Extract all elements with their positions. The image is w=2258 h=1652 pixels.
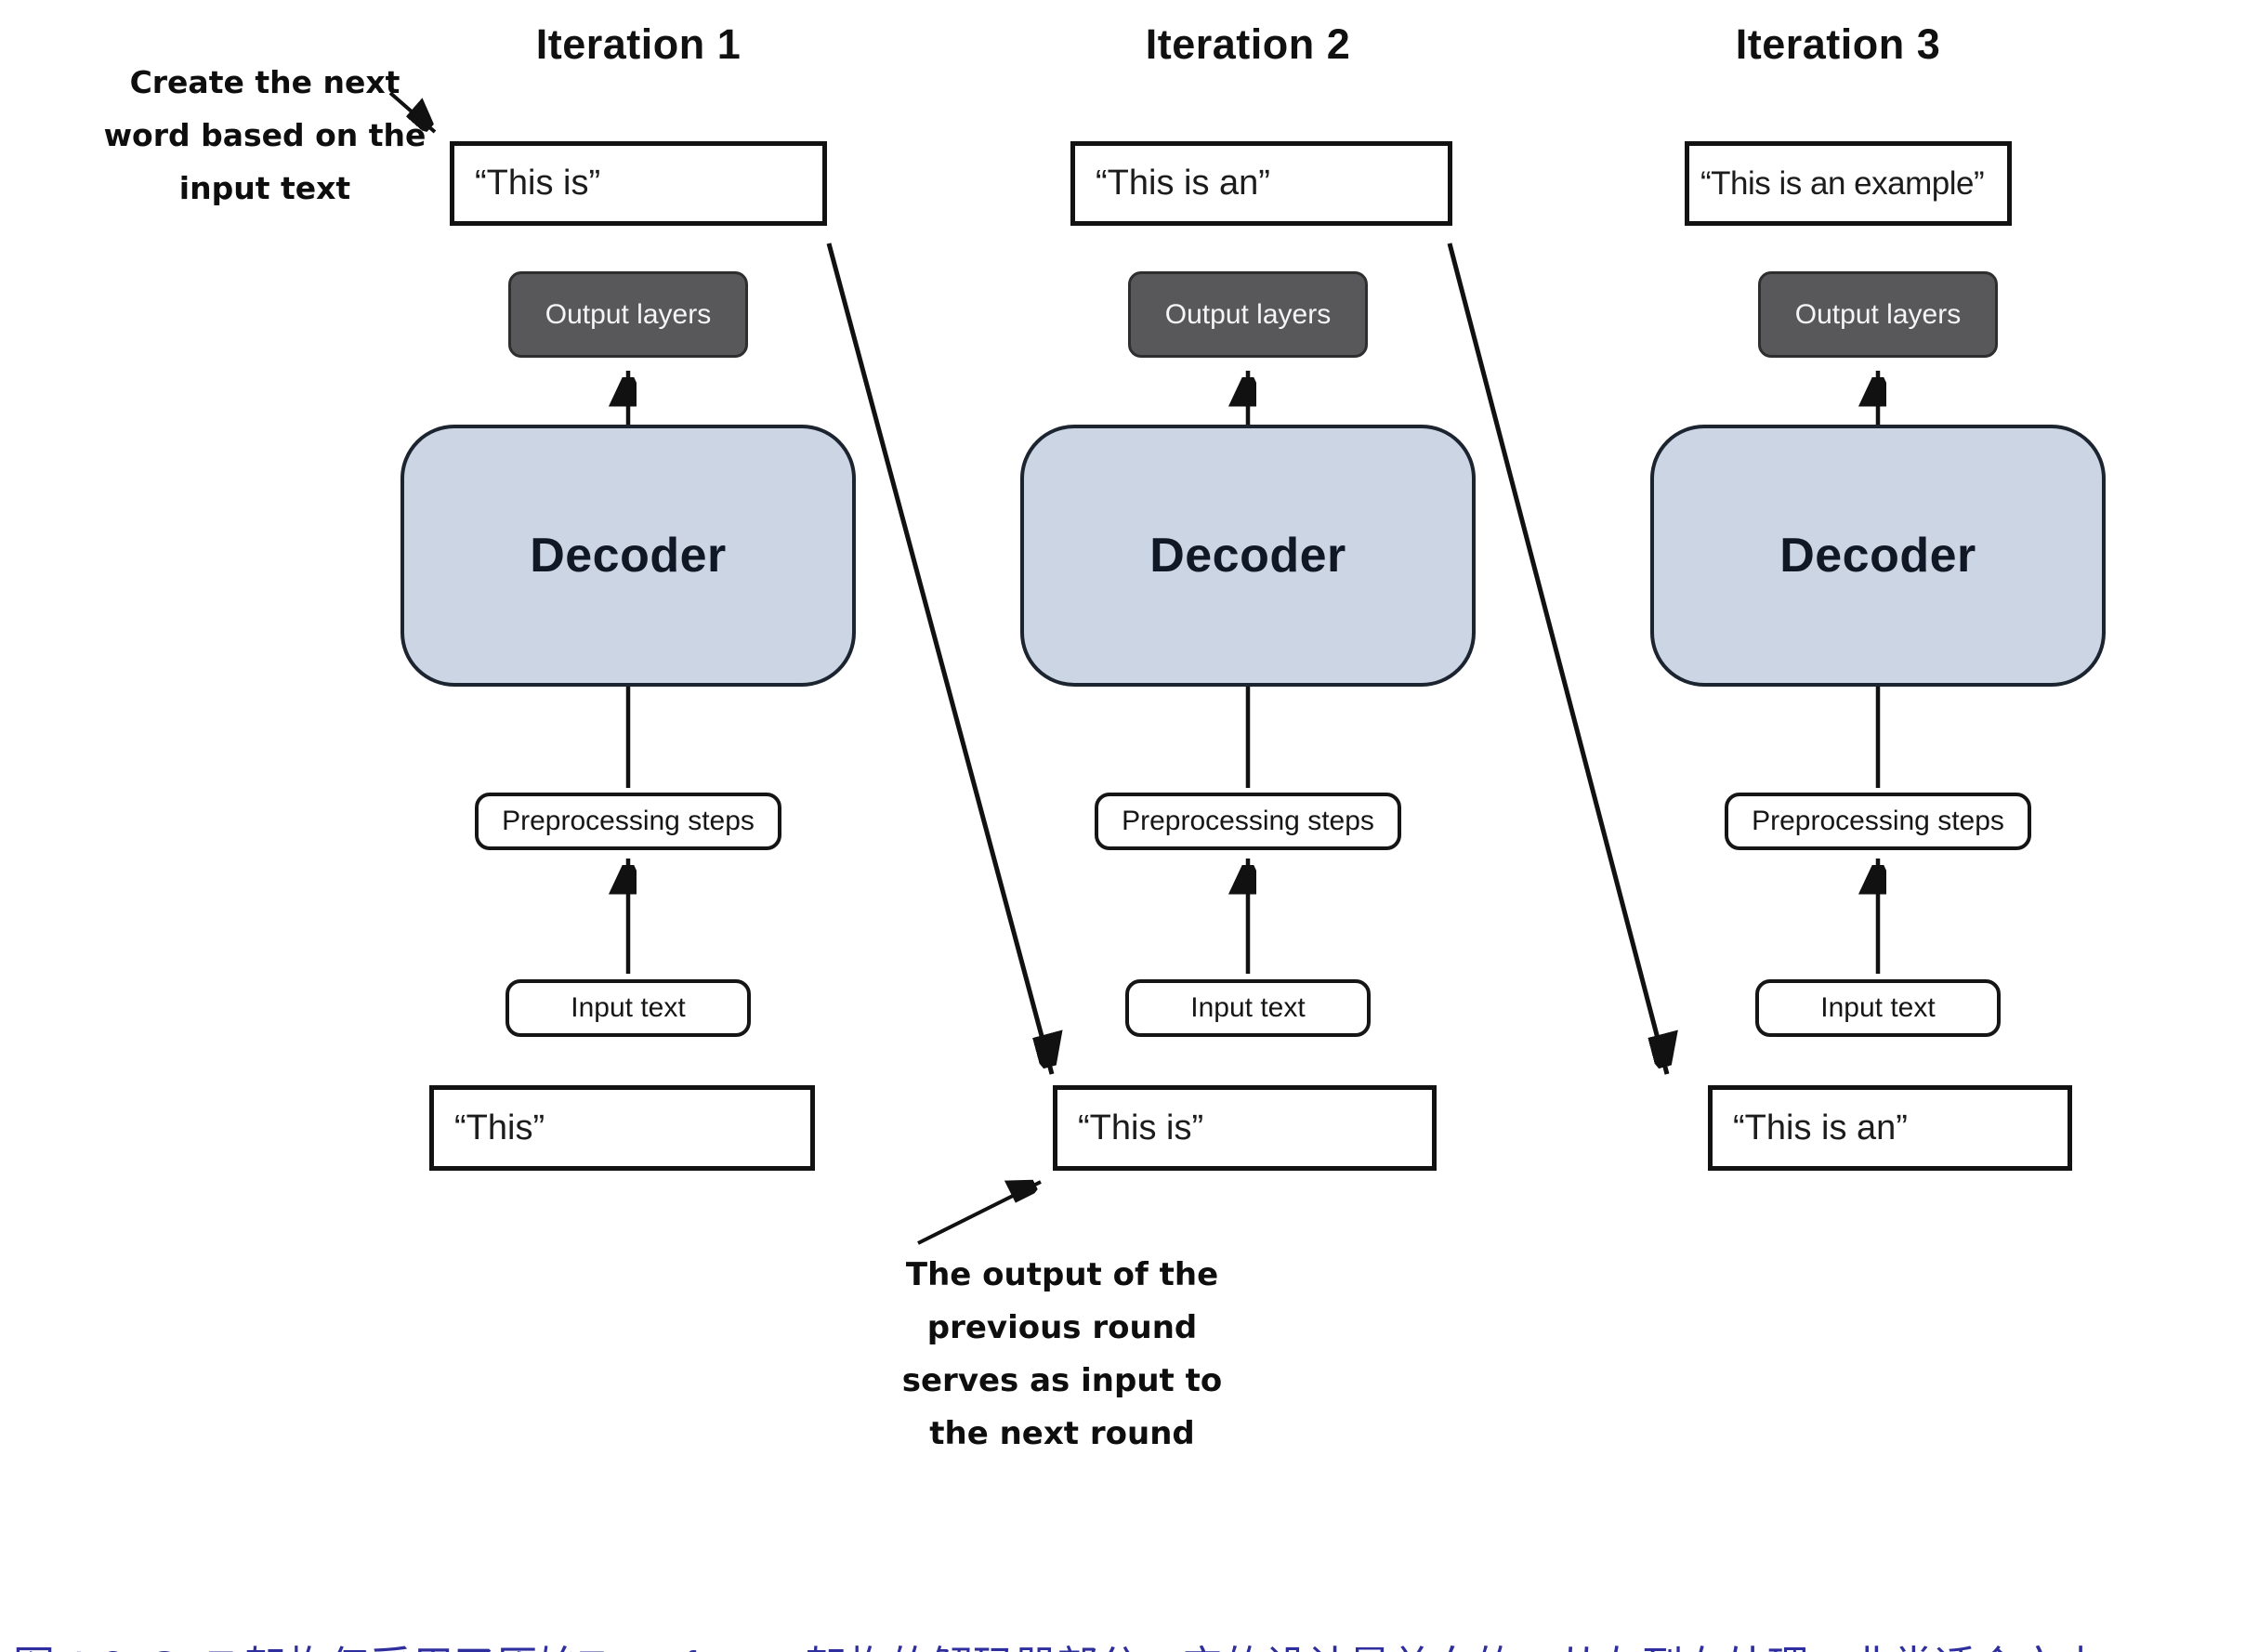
note-line: input text <box>178 170 351 206</box>
note-line: the next round <box>929 1415 1195 1452</box>
iteration-2-title: Iteration 2 <box>1145 20 1351 68</box>
note-line: The output of the <box>905 1256 1219 1293</box>
iteration-2-input-text: Input text <box>1125 979 1371 1037</box>
output-layers-label: Output layers <box>1164 298 1332 330</box>
preprocessing-label: Preprocessing steps <box>502 806 755 836</box>
iteration-3-preprocessing-steps: Preprocessing steps <box>1725 793 2031 850</box>
arrow-output1-to-input2 <box>826 243 1052 1075</box>
iteration-2-preprocessing-steps: Preprocessing steps <box>1095 793 1401 850</box>
figure-caption: 图 1.8 GPT 架构仅采用了原始Transformer架构的解码器部分。它的… <box>13 1529 2252 1652</box>
figure-caption-line-1: 图 1.8 GPT 架构仅采用了原始Transformer架构的解码器部分。它的… <box>13 1639 2252 1652</box>
preprocessing-label: Preprocessing steps <box>1752 806 2004 836</box>
iteration-1-input-text: Input text <box>505 979 751 1037</box>
input-string: “This is” <box>1078 1108 1204 1147</box>
iteration-3-input-text: Input text <box>1755 979 2001 1037</box>
iteration-3-output-layers: Output layers <box>1758 271 1998 358</box>
iteration-2-decoder: Decoder <box>1020 425 1476 687</box>
generated-text: “This is an” <box>1096 164 1270 203</box>
note-line: Create the next <box>129 64 400 100</box>
iteration-3-title: Iteration 3 <box>1735 20 1941 68</box>
generated-text: “This is an example” <box>1700 164 1985 202</box>
note-line: previous round <box>926 1309 1198 1346</box>
decoder-label: Decoder <box>1149 529 1346 583</box>
iteration-2-generated-text-box: “This is an” <box>1070 141 1452 226</box>
note-create-next-word: Create the next word based on the input … <box>65 56 465 215</box>
input-string: “This” <box>454 1108 545 1147</box>
input-string: “This is an” <box>1733 1108 1908 1147</box>
input-text-label: Input text <box>571 992 686 1023</box>
iteration-3-input-string-box: “This is an” <box>1708 1085 2072 1171</box>
iteration-1-input-string-box: “This” <box>429 1085 815 1171</box>
iteration-1-title: Iteration 1 <box>535 20 742 68</box>
iteration-2-output-layers: Output layers <box>1128 271 1368 358</box>
iteration-3-decoder: Decoder <box>1650 425 2106 687</box>
note-line: serves as input to <box>901 1362 1223 1399</box>
note-line: word based on the <box>103 117 427 153</box>
iteration-2-input-string-box: “This is” <box>1053 1085 1437 1171</box>
iteration-1-generated-text-box: “This is” <box>450 141 827 226</box>
decoder-label: Decoder <box>530 529 727 583</box>
generated-text: “This is” <box>475 164 601 203</box>
decoder-label: Decoder <box>1779 529 1976 583</box>
note-output-previous-round: The output of the previous round serves … <box>862 1249 1262 1461</box>
preprocessing-label: Preprocessing steps <box>1122 806 1374 836</box>
iteration-1-decoder: Decoder <box>400 425 856 687</box>
arrow-output2-to-input3 <box>1447 243 1667 1075</box>
output-layers-label: Output layers <box>1794 298 1962 330</box>
iteration-3-generated-text-box: “This is an example” <box>1685 141 2012 226</box>
iteration-1-output-layers: Output layers <box>508 271 748 358</box>
arrow-prev-round-note <box>917 1182 1042 1245</box>
output-layers-label: Output layers <box>545 298 712 330</box>
input-text-label: Input text <box>1190 992 1306 1023</box>
iteration-1-preprocessing-steps: Preprocessing steps <box>475 793 781 850</box>
input-text-label: Input text <box>1820 992 1936 1023</box>
